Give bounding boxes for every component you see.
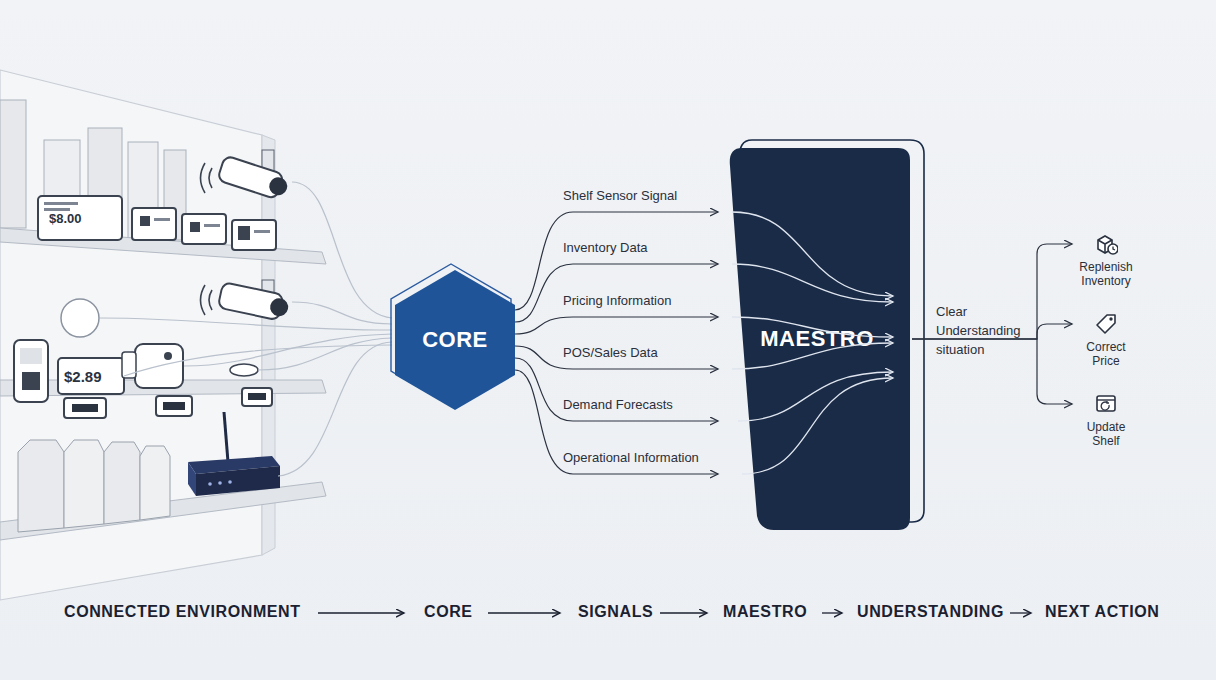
price-tag-text: $2.89 — [64, 368, 102, 385]
signal-connector — [515, 370, 718, 474]
signal-label: Operational Information — [563, 450, 699, 465]
action-icon — [1094, 232, 1118, 256]
flow-step: CONNECTED ENVIRONMENT — [64, 603, 301, 621]
action-label: Update Shelf — [1073, 420, 1139, 448]
signal-connector — [912, 244, 1072, 339]
signal-connector — [515, 264, 718, 322]
signal-label: Inventory Data — [563, 240, 648, 255]
signal-label: Clear Understanding situation — [936, 302, 1034, 359]
action-node: Update Shelf — [1073, 392, 1139, 454]
node-title: CORE — [393, 268, 517, 412]
signal-label: POS/Sales Data — [563, 345, 658, 360]
action-label: Correct Price — [1073, 340, 1139, 368]
signal-connector — [515, 317, 718, 334]
flow-step: CORE — [424, 603, 473, 621]
action-node: Correct Price — [1073, 312, 1139, 374]
flow-step: MAESTRO — [723, 603, 807, 621]
signal-label: Shelf Sensor Signal — [563, 188, 677, 203]
signal-label: Demand Forecasts — [563, 397, 673, 412]
action-label: Replenish Inventory — [1073, 260, 1139, 288]
signal-connector — [515, 358, 718, 421]
price-tag-text: $8.00 — [49, 211, 82, 226]
flow-step: SIGNALS — [578, 603, 653, 621]
action-node: Replenish Inventory — [1073, 232, 1139, 294]
signal-connector — [912, 339, 1072, 404]
flow-step: UNDERSTANDING — [857, 603, 1004, 621]
signal-connector — [515, 212, 718, 310]
node-title: MAESTRO — [722, 148, 912, 530]
maestro-panel: MAESTRO — [722, 148, 912, 530]
signal-connector — [912, 324, 1072, 339]
core-hexagon: CORE — [393, 268, 517, 412]
action-icon — [1094, 312, 1118, 336]
action-icon — [1094, 392, 1118, 416]
signal-label: Pricing Information — [563, 293, 671, 308]
flow-step: NEXT ACTION — [1045, 603, 1159, 621]
signal-connector — [515, 346, 718, 369]
